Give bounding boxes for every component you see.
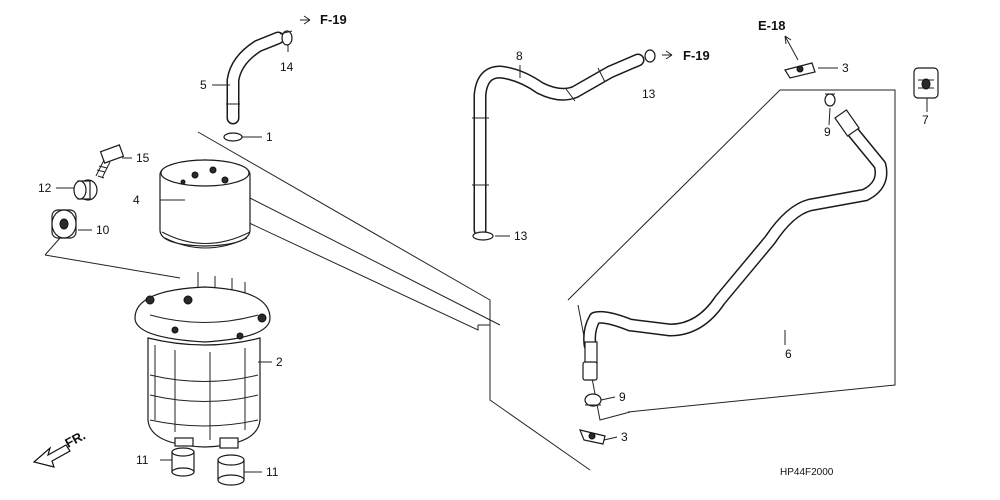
o-ring-1	[223, 132, 243, 142]
grommet-7	[913, 67, 939, 99]
fuel-pipe	[582, 109, 888, 381]
callout-leaders	[56, 15, 928, 473]
bolt	[95, 144, 125, 179]
front-arrow-icon	[32, 444, 71, 468]
clip-3-lower	[579, 429, 606, 445]
fuel-hose-middle	[472, 53, 645, 237]
reference-labels: F-19 F-19 E-18	[320, 12, 785, 63]
callout-9-upper: 9	[824, 125, 831, 139]
callout-8: 8	[516, 49, 523, 63]
collar	[73, 179, 98, 201]
callout-10: 10	[96, 223, 110, 237]
mount-rubber	[51, 209, 77, 239]
grommet-left	[171, 447, 195, 477]
callout-14: 14	[280, 60, 294, 74]
fuel-hose-upper	[226, 31, 285, 125]
clip-lower	[584, 393, 602, 407]
callout-3-lower: 3	[621, 430, 628, 444]
ref-f19-right: F-19	[683, 48, 710, 63]
grommet-right	[217, 454, 245, 486]
callout-4: 4	[133, 193, 140, 207]
ref-f19-top: F-19	[320, 12, 347, 27]
callout-labels: 1 2 3 3 4 5 6 7 8 9 9 10 11 11 12 13 13 …	[38, 49, 929, 479]
hose-clamp-middle-top	[644, 49, 656, 63]
front-direction-indicator: FR.	[32, 428, 88, 468]
callout-6: 6	[785, 347, 792, 361]
callout-7: 7	[922, 113, 929, 127]
fuel-pump-assembly	[134, 272, 271, 449]
callout-1: 1	[266, 130, 273, 144]
diagram-code: HP44F2000	[780, 467, 834, 478]
callout-13-upper: 13	[642, 87, 656, 101]
ref-e18: E-18	[758, 18, 785, 33]
callout-11-left: 11	[136, 453, 149, 467]
callout-13-lower: 13	[514, 229, 528, 243]
callout-9-lower: 9	[619, 390, 626, 404]
callout-11-right: 11	[266, 465, 279, 479]
clip-3-upper	[784, 62, 816, 79]
callout-15: 15	[136, 151, 150, 165]
hose-clamp-upper	[279, 30, 293, 46]
clip-upper	[824, 93, 836, 107]
o-ring-middle	[472, 231, 494, 241]
fuel-filter	[159, 159, 251, 249]
callout-12: 12	[38, 181, 52, 195]
callout-5: 5	[200, 78, 207, 92]
callout-3-upper: 3	[842, 61, 849, 75]
callout-2: 2	[276, 355, 283, 369]
